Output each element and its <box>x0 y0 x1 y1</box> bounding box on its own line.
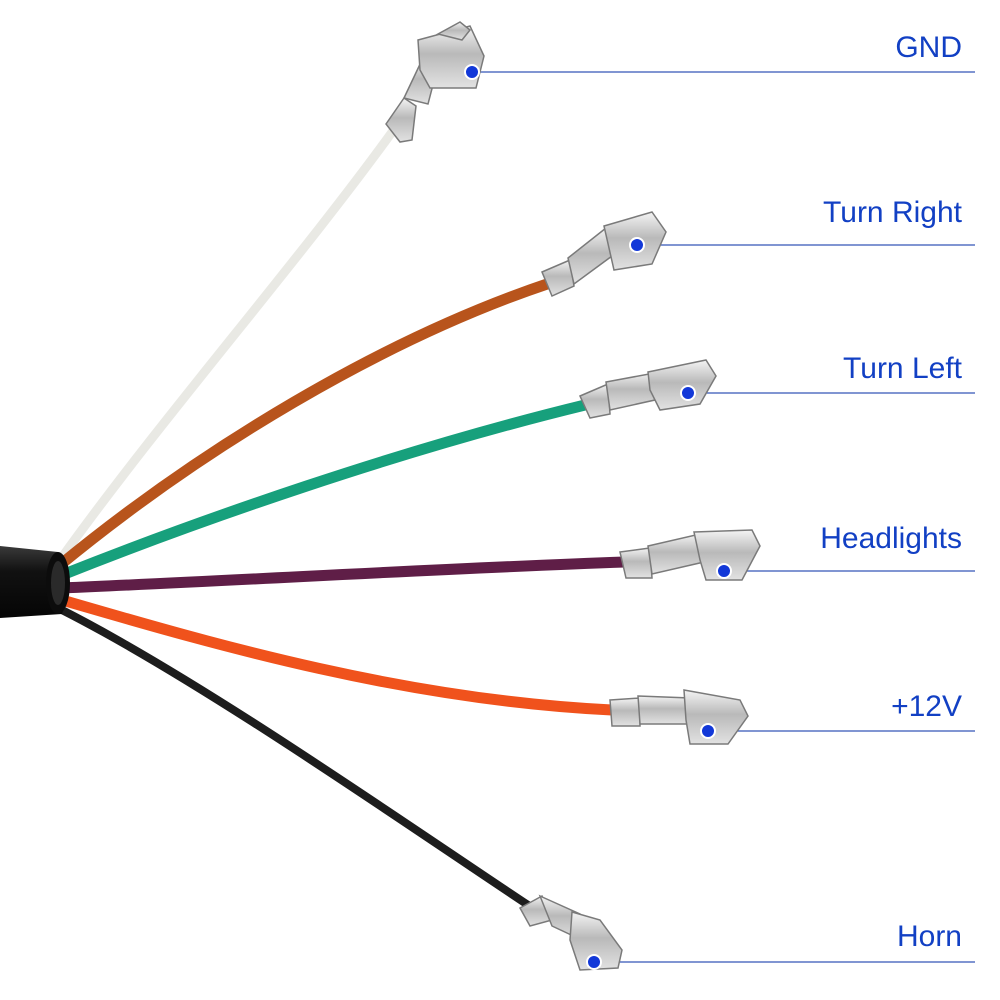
marker-dot-horn <box>586 954 602 970</box>
marker-dot-headlights <box>716 563 732 579</box>
label-turn-left: Turn Left <box>843 352 962 385</box>
wire-black <box>58 606 532 909</box>
label-headlights: Headlights <box>820 522 962 555</box>
marker-dot-turn-right <box>629 237 645 253</box>
terminal-12v <box>609 689 749 745</box>
wire-white <box>55 123 400 565</box>
label-horn: Horn <box>896 920 962 953</box>
wire-green <box>56 399 591 581</box>
cable-jacket <box>0 546 70 618</box>
marker-dot-gnd <box>464 64 480 80</box>
label-12v: +12V <box>891 690 962 723</box>
marker-dot-12v <box>700 723 716 739</box>
terminal-horn <box>518 894 623 971</box>
label-gnd: GND <box>895 31 962 64</box>
terminal-headlights <box>619 529 761 581</box>
marker-dot-turn-left <box>680 385 696 401</box>
wire-purple <box>56 556 631 594</box>
terminal-turn-right <box>541 211 667 298</box>
wire-orange <box>56 594 618 716</box>
terminal-turn-left <box>579 359 717 419</box>
terminal-gnd <box>385 21 485 143</box>
wire-brown <box>54 277 556 571</box>
label-turn-right: Turn Right <box>823 196 962 229</box>
